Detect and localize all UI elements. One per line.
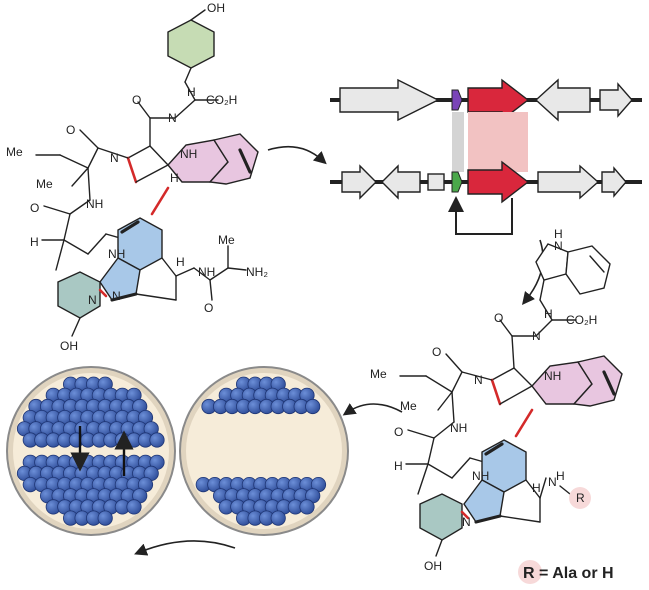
- gene-gray: [381, 164, 421, 200]
- label-h: H: [394, 459, 403, 473]
- label-n: N: [110, 151, 119, 165]
- label-oh: OH: [207, 1, 225, 15]
- label-h: H: [30, 235, 39, 249]
- label-n: N: [112, 289, 121, 303]
- phenol-ring-top: [57, 271, 101, 319]
- top-peptide-structure: [35, 9, 259, 337]
- gene-cluster-bottom: [330, 160, 642, 204]
- label-o: O: [30, 201, 39, 215]
- trp-pyrrole: [535, 243, 569, 281]
- label-oh: OH: [424, 559, 442, 573]
- label-o: O: [132, 93, 141, 107]
- label-me: Me: [400, 399, 417, 413]
- label-n: N: [168, 111, 177, 125]
- trp-benzene: [565, 245, 611, 295]
- label-n: N: [532, 329, 541, 343]
- label-n: N: [474, 373, 483, 387]
- label-h: H: [556, 469, 565, 483]
- homology-bar-gray: [452, 112, 464, 172]
- gene-purple: [451, 89, 463, 111]
- label-nh: NH: [472, 469, 489, 483]
- label-co2h: CO₂H: [206, 93, 237, 107]
- label-oh: OH: [60, 339, 78, 353]
- gene-gray: [537, 164, 600, 200]
- homology-bar-red: [468, 112, 528, 172]
- label-me: Me: [370, 367, 387, 381]
- r-definition-text: R = Ala or H: [523, 565, 614, 582]
- gene-gray: [427, 173, 445, 191]
- label-h: H: [554, 227, 563, 241]
- bacteria-cell: [97, 510, 113, 526]
- label-nh: NH: [198, 265, 215, 279]
- bacteria-cell: [305, 398, 321, 415]
- r-definition: R = Ala or H: [518, 560, 614, 584]
- label-o: O: [394, 425, 403, 439]
- label-n: N: [462, 515, 471, 529]
- label-nh2: NH₂: [246, 265, 268, 279]
- gene-gray: [341, 164, 377, 200]
- label-me: Me: [218, 233, 235, 247]
- gene-green: [451, 171, 463, 193]
- gene-gray: [601, 166, 627, 198]
- label-o: O: [66, 123, 75, 137]
- bacteria-cells-right: [195, 376, 327, 526]
- label-nh: NH: [108, 247, 125, 261]
- arrow-plates-return: [134, 540, 236, 556]
- bottom-structure-labels: H N CO₂H H N O Me Me N NH O NH O H NH H …: [370, 227, 597, 573]
- label-nh: NH: [180, 147, 197, 161]
- gene-gray: [534, 78, 591, 122]
- phenol-ring-bottom: [419, 493, 463, 541]
- label-nh: NH: [86, 197, 103, 211]
- gene-cluster-top: [330, 78, 642, 122]
- petri-plate-left: [6, 366, 176, 536]
- gene-gray: [339, 78, 440, 122]
- label-o: O: [494, 311, 503, 325]
- petri-plate-right: [179, 366, 349, 536]
- gene-red: [467, 160, 530, 204]
- bacteria-cell: [270, 510, 286, 526]
- bottom-peptide-structure: [399, 243, 623, 557]
- r-badge: [569, 487, 591, 509]
- indole-benzene-bottom: [572, 355, 623, 407]
- bacteria-cell: [149, 432, 165, 448]
- label-h: H: [176, 255, 185, 269]
- label-co2h: CO₂H: [566, 313, 597, 327]
- label-h: H: [544, 307, 553, 321]
- label-r: R: [576, 491, 585, 505]
- label-h: H: [170, 171, 179, 185]
- gene-swap-bracket: [448, 196, 513, 235]
- label-h: H: [187, 85, 196, 99]
- label-n: N: [554, 239, 563, 253]
- label-me: Me: [6, 145, 23, 159]
- label-nh: NH: [544, 369, 561, 383]
- label-me: Me: [36, 177, 53, 191]
- gene-gray: [599, 82, 633, 118]
- label-h: H: [532, 481, 541, 495]
- bacteria-cell: [299, 499, 315, 515]
- arrow-structure-to-genes: [267, 145, 327, 165]
- tyrosine-ring-top: [167, 19, 215, 69]
- label-n: N: [548, 475, 557, 489]
- bacteria-cell: [126, 499, 142, 515]
- label-n: N: [88, 293, 97, 307]
- label-o: O: [204, 301, 213, 315]
- top-structure-labels: OH CO₂H H N Me Me O N NH O NH O H NH H N…: [6, 1, 268, 353]
- label-nh: NH: [450, 421, 467, 435]
- label-o: O: [432, 345, 441, 359]
- arrow-structure-to-plates: [342, 403, 403, 416]
- indole-benzene-top: [208, 133, 259, 185]
